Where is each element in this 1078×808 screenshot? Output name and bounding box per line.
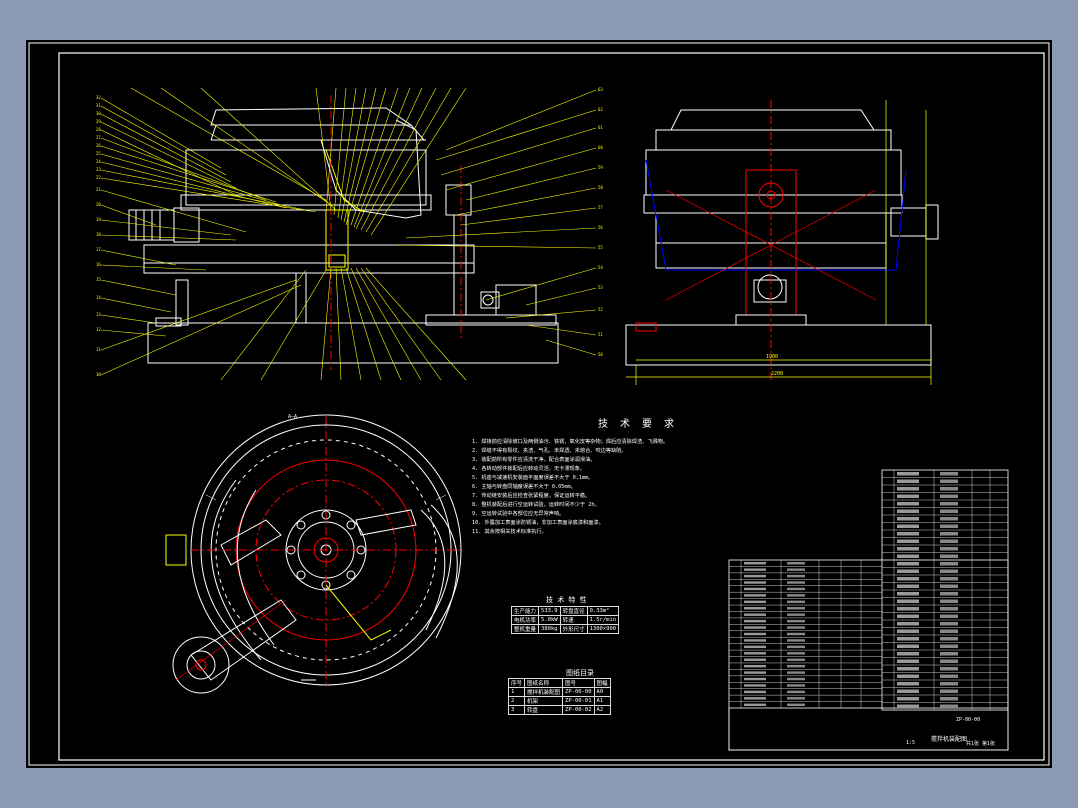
svg-text:28: 28 <box>96 127 101 132</box>
svg-text:21: 21 <box>96 187 101 192</box>
section-a-label: A—A <box>288 414 297 420</box>
tech-requirement-line: 10. 外露加工表面涂防锈油，非加工表面涂底漆和面漆。 <box>472 520 604 526</box>
svg-text:15: 15 <box>96 277 101 282</box>
svg-text:58: 58 <box>598 185 603 190</box>
drawing-list-header: 序号图纸名称图号图幅 <box>507 678 611 688</box>
tech-requirements-title: 技 术 要 求 <box>598 419 678 430</box>
outer-frame <box>28 42 1050 766</box>
svg-text:51: 51 <box>598 332 603 337</box>
svg-text:11: 11 <box>96 347 101 352</box>
inner-frame <box>58 52 1045 761</box>
svg-text:56: 56 <box>598 225 603 230</box>
drawing-sheet: 32 31 30 29 28 27 26 25 24 23 22 21 20 19 18 17 16 1… <box>26 40 1052 768</box>
svg-text:12: 12 <box>96 327 101 332</box>
svg-text:26: 26 <box>96 143 101 148</box>
svg-text:61: 61 <box>598 125 603 130</box>
tech-requirement-line: 3. 装配前所有零件应清洗干净，配合表面涂润滑油。 <box>472 457 596 463</box>
svg-text:59: 59 <box>598 165 603 170</box>
svg-text:55: 55 <box>598 245 603 250</box>
svg-text:16: 16 <box>96 262 101 267</box>
tech-requirement-line: 11. 其余按相关技术标准执行。 <box>472 529 547 535</box>
tech-requirement-line: 4. 各转动部件装配后应转动灵活，无卡滞现象。 <box>472 466 586 472</box>
svg-text:52: 52 <box>598 307 603 312</box>
svg-text:62: 62 <box>598 107 603 112</box>
tech-requirement-line: 1. 焊接前应清除坡口及两侧油污、铁锈、氧化皮等杂物；焊后应清除焊渣、飞溅物。 <box>472 439 669 445</box>
tech-requirement-line: 2. 焊缝不得有裂纹、夹渣、气孔、未焊透、未熔合、咬边等缺陷。 <box>472 448 627 454</box>
svg-text:14: 14 <box>96 295 101 300</box>
svg-text:30: 30 <box>96 111 101 116</box>
tech-requirement-line: 5. 机座与减速机安装面平面度误差不大于 0.1mm。 <box>472 475 594 481</box>
svg-text:25: 25 <box>96 151 101 156</box>
svg-text:60: 60 <box>598 145 603 150</box>
tech-requirement-line: 6. 主轴与转盘同轴度误差不大于 0.05mm。 <box>472 484 576 490</box>
dim-base: 2200 <box>771 371 783 377</box>
svg-text:24: 24 <box>96 159 101 164</box>
svg-text:18: 18 <box>96 232 101 237</box>
side-view: 1900 2200 <box>625 100 939 385</box>
svg-text:20: 20 <box>96 202 101 207</box>
cad-drawing: 32 31 30 29 28 27 26 25 24 23 22 21 20 19 18 17 16 1… <box>28 42 1050 766</box>
svg-text:32: 32 <box>96 95 101 100</box>
front-view: 32 31 30 29 28 27 26 25 24 23 22 21 20 19 18 17 16 1… <box>96 87 603 381</box>
drawing-scale: 1:5 <box>906 740 916 746</box>
svg-text:13: 13 <box>96 312 101 317</box>
svg-text:50: 50 <box>598 352 603 357</box>
drawing-title: 搅拌机装配图 <box>931 736 968 743</box>
tech-requirement-line: 9. 空运转试验中各部位应无异常声响。 <box>472 511 565 517</box>
svg-text:63: 63 <box>598 87 603 92</box>
svg-text:19: 19 <box>96 217 101 222</box>
drawing-list-title: 图纸目录 <box>566 669 594 677</box>
svg-text:27: 27 <box>96 135 101 140</box>
svg-text:22: 22 <box>96 175 101 180</box>
svg-text:17: 17 <box>96 247 101 252</box>
svg-text:53: 53 <box>598 285 603 290</box>
svg-text:29: 29 <box>96 119 101 124</box>
svg-text:31: 31 <box>96 103 101 108</box>
drawing-number: ZP-00-00 <box>956 717 981 723</box>
dim-width: 1900 <box>766 354 778 360</box>
svg-text:54: 54 <box>598 265 603 270</box>
tech-requirement-line: 8. 整机装配后进行空运转试验，运转时间不少于 2h。 <box>472 502 600 508</box>
drawing-sheet-count: 共1张 第1张 <box>966 741 996 747</box>
tech-requirement-line: 7. 传动链安装后应检查张紧程度，保证运转平稳。 <box>472 493 591 499</box>
tech-specs-title: 技 术 特 性 <box>546 596 587 604</box>
svg-text:10: 10 <box>96 372 101 377</box>
plan-view: A—A <box>165 414 462 694</box>
svg-text:23: 23 <box>96 167 101 172</box>
svg-text:57: 57 <box>598 205 603 210</box>
